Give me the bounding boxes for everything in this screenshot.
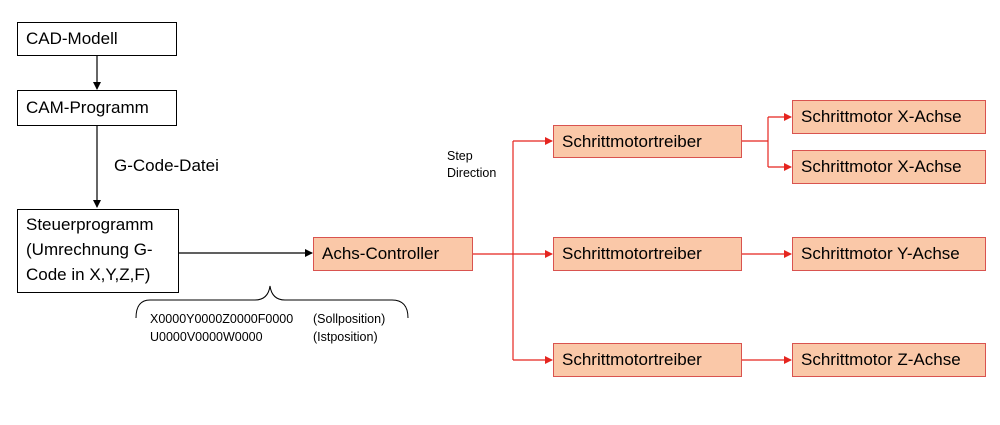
setpoint-label: (Sollposition) [313, 312, 386, 326]
cam-program-box: CAM-Programm [17, 90, 177, 126]
control-program-label: Steuerprogramm (Umrechnung G-Code in X,Y… [26, 215, 154, 284]
motor-y-box: Schrittmotor Y-Achse [792, 237, 986, 271]
motor-x2-label: Schrittmotor X-Achse [801, 157, 962, 176]
actual-code: U0000V0000W0000 [150, 330, 263, 344]
motor-z-label: Schrittmotor Z-Achse [801, 350, 961, 369]
direction-label: Direction [447, 166, 497, 180]
data-brace [135, 285, 409, 319]
motor-x2-box: Schrittmotor X-Achse [792, 150, 986, 184]
cad-model-label: CAD-Modell [26, 29, 118, 48]
driver-bottom-box: Schrittmotortreiber [553, 343, 742, 377]
motor-z-box: Schrittmotor Z-Achse [792, 343, 986, 377]
driver-middle-box: Schrittmotortreiber [553, 237, 742, 271]
step-label: Step [447, 149, 473, 163]
driver-middle-label: Schrittmotortreiber [562, 244, 702, 263]
axis-controller-box: Achs-Controller [313, 237, 473, 271]
driver-top-box: Schrittmotortreiber [553, 125, 742, 158]
motor-x1-box: Schrittmotor X-Achse [792, 100, 986, 134]
driver-top-label: Schrittmotortreiber [562, 131, 702, 151]
cam-program-label: CAM-Programm [26, 98, 149, 117]
actual-label: (Istposition) [313, 330, 378, 344]
setpoint-code: X0000Y0000Z0000F0000 [150, 312, 294, 326]
cad-model-box: CAD-Modell [17, 22, 177, 56]
motor-y-label: Schrittmotor Y-Achse [801, 244, 960, 263]
motor-x1-label: Schrittmotor X-Achse [801, 107, 962, 126]
driver-bottom-label: Schrittmotortreiber [562, 350, 702, 369]
control-program-box: Steuerprogramm (Umrechnung G-Code in X,Y… [17, 209, 179, 293]
axis-controller-label: Achs-Controller [322, 244, 440, 263]
gcode-file-label: G-Code-Datei [114, 156, 219, 175]
